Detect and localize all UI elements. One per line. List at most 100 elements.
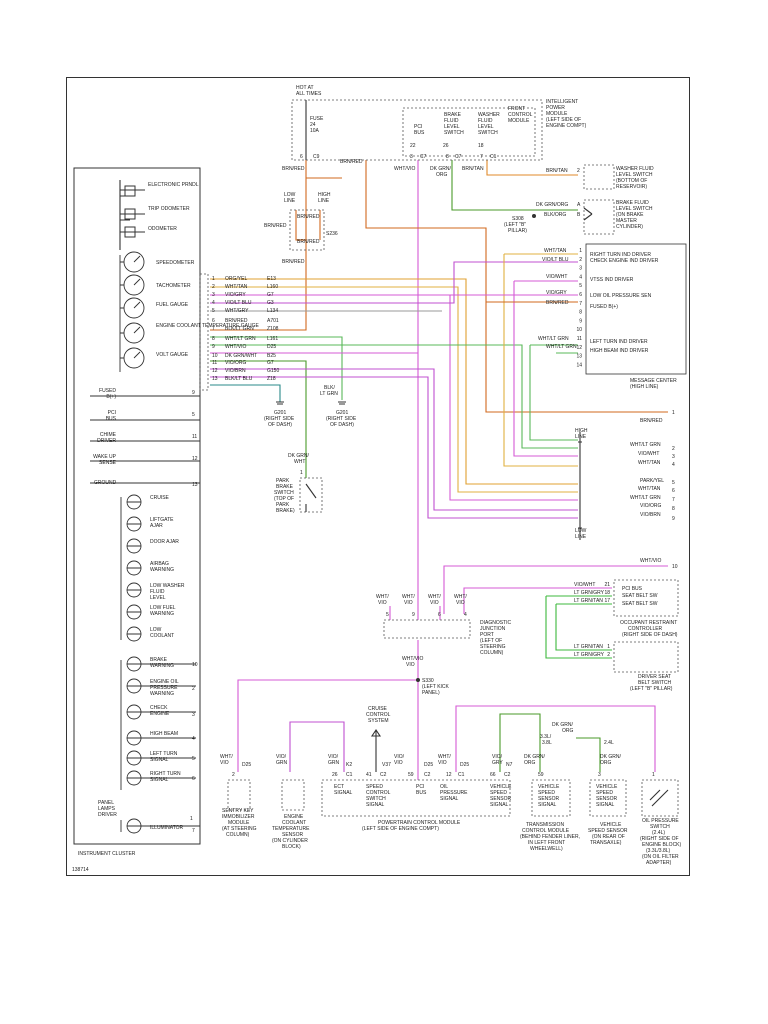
pcm-inner-1-3: SIGNAL	[366, 802, 385, 808]
djp-wire-0-b: VIO	[378, 600, 387, 606]
mc-entry-4: FUSED B(+)	[590, 304, 618, 310]
lamp-pin-2: 4	[192, 736, 195, 742]
pin-22: 22	[410, 143, 416, 149]
pin-10-occ: 10	[672, 564, 678, 570]
left-input-pin-0: 9	[192, 390, 195, 396]
harness-color-5: WHT/GRY	[225, 308, 249, 314]
mc-wire-0: WHT/TAN	[544, 248, 567, 254]
left-input-pin-panel: 1	[190, 816, 193, 822]
harness-color-3: VIO/GRY	[225, 292, 246, 298]
wire-ect	[289, 721, 345, 772]
bot-wire-7-0: DK GRN/	[600, 754, 621, 760]
bot-pin-10: C2	[504, 772, 511, 778]
lamp-pin-5: 2	[192, 686, 195, 692]
wire-label-brn-red-mc: BRN/RED	[640, 418, 663, 424]
djp-pin-0: 5	[386, 612, 389, 618]
bot-wire-0-1: VIO	[220, 760, 229, 766]
wire-label-wht-vio: WHT/VIO	[394, 166, 415, 172]
right-stack-group: WHT/LT GRNVIO/WHTWHT/TANPARK/YELWHT/TANW…	[630, 410, 675, 522]
pcm-inner-2-0: PCI	[416, 784, 424, 790]
harness-ckt-2: L160	[267, 284, 278, 290]
wire-brn-red-fuse	[210, 160, 668, 413]
left-input-pin-4: 13	[192, 482, 198, 488]
pin-7: 7	[480, 154, 483, 160]
pcm-inner-0-1: SIGNAL	[334, 790, 353, 796]
lamp-8-1: PRESSURE	[150, 685, 178, 691]
djp-wire-3-a: WHT/	[454, 594, 467, 600]
rs-wire-7: VIO/BRN	[640, 512, 661, 518]
pcm-inner-3-2: SIGNAL	[440, 796, 459, 802]
bot-wire-7-1: ORG	[600, 760, 612, 766]
label-s308: S308(LEFT "B"PILLAR)	[504, 216, 527, 234]
harness-pin-13: 13	[212, 376, 218, 382]
bot-wire-2-0: VIO/	[328, 754, 339, 760]
lamp-4-1: FLUID	[150, 589, 165, 595]
harness-pin-1: 1	[212, 276, 215, 282]
lamp-pin-0: 10	[192, 662, 198, 668]
bot-pin-2: C1	[346, 772, 353, 778]
rs-wire-2: WHT/TAN	[638, 460, 661, 466]
mc-entry-6: HIGH BEAM IND DRIVER	[590, 348, 649, 354]
pin-6: 6	[300, 154, 303, 160]
pin-a: A	[577, 202, 581, 208]
lamp-7-0: BRAKE	[150, 657, 168, 663]
wire-wht-lt-grn	[210, 344, 578, 449]
lamp-12-0: RIGHT TURN	[150, 771, 181, 777]
lamp-5-1: WARNING	[150, 611, 174, 617]
left-input-pin-2: 11	[192, 434, 197, 440]
wire-s330	[237, 679, 418, 772]
wire-mc-vio-wht	[513, 280, 578, 457]
pin-1-park: 1	[300, 470, 303, 476]
harness-ckt-3: G7	[267, 292, 274, 298]
rs-pin-8: 8	[672, 506, 675, 512]
cluster-item-tachometer: TACHOMETER	[156, 283, 191, 289]
pin-8: 8	[446, 154, 449, 160]
mc-pin-8: 8	[579, 310, 582, 316]
mc-pin-4: 4	[579, 274, 582, 280]
rs-wire-0: WHT/LT GRN	[630, 442, 661, 448]
occ-label-1: SEAT BELT SW	[622, 593, 658, 599]
lamp-4-2: LEVEL	[150, 595, 166, 601]
bot-ckt-3: D25	[424, 762, 433, 768]
lamp-3-1: WARNING	[150, 567, 174, 573]
bot-wire-6-0: DK GRN/	[524, 754, 545, 760]
gauges	[119, 251, 145, 372]
conn-c7b: C7	[455, 154, 462, 160]
bot-pin-6: C2	[424, 772, 431, 778]
cluster-item-trip: TRIP ODOMETER	[148, 206, 190, 212]
pcm-inner-4-0: VEHICLE	[490, 784, 512, 790]
djp-wire-1-a: WHT/	[402, 594, 415, 600]
bot-wire-6-1: ORG	[524, 760, 536, 766]
harness-color-11: VIO/ORG	[225, 360, 247, 366]
occ-pin-2: 17	[604, 598, 610, 604]
tcm-inner-3: SIGNAL	[538, 802, 557, 808]
vss-inner-2: SENSOR	[596, 796, 618, 802]
pcm-inner-4-2: SENSOR	[490, 796, 512, 802]
djp-pin-2: 6	[438, 612, 441, 618]
wire-mc-wht-ltgrn	[529, 344, 578, 441]
pcm-title: POWERTRAIN CONTROL MODULE(LEFT SIDE OF E…	[362, 820, 461, 832]
left-input-0-a: FUSED	[99, 388, 116, 394]
mc-pin-2: 2	[579, 257, 582, 263]
left-input-4: GROUND	[94, 480, 117, 486]
wire-label-blk-org: BLK/ORG	[544, 212, 566, 218]
lamp-2-0: DOOR AJAR	[150, 539, 179, 545]
lamp-13-1: ILLUMINATOR	[150, 825, 184, 831]
bot-ckt-1: K2	[346, 762, 352, 768]
wire-oil-pres	[455, 705, 656, 772]
seat-wire-0: LT GRN/TAN	[574, 644, 603, 650]
